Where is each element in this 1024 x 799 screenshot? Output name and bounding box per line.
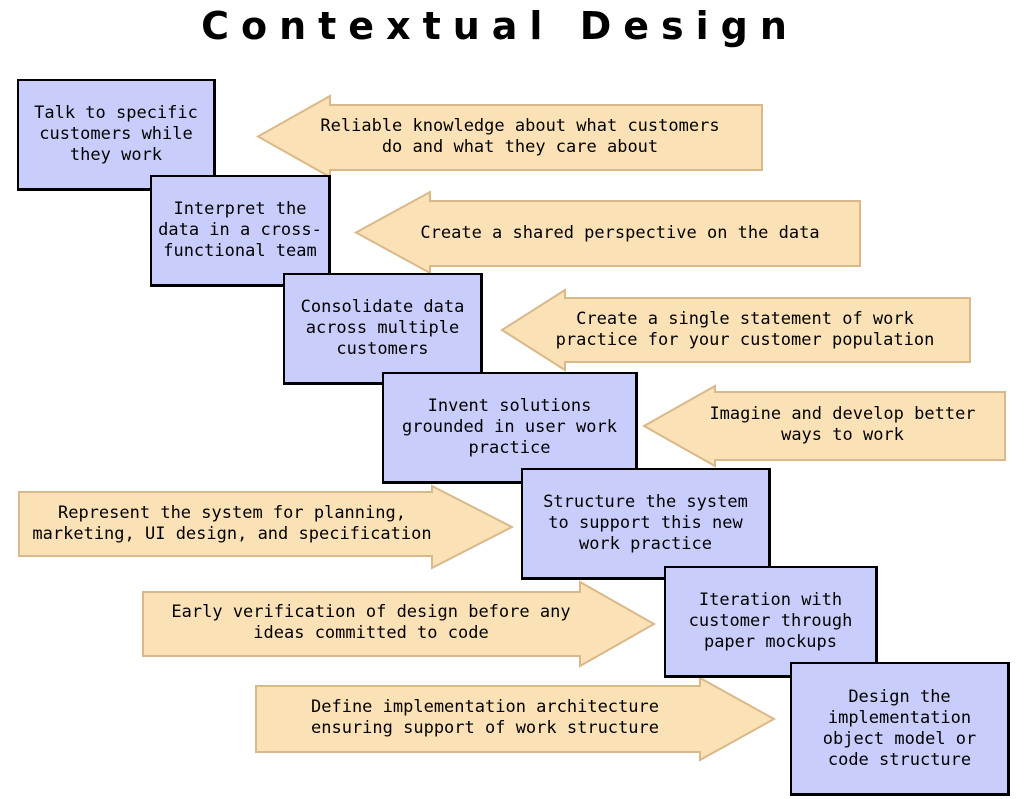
arrow-label-7: Define implementation architecture ensur…: [311, 697, 659, 738]
arrow-label-6: Early verification of design before any …: [171, 602, 571, 643]
arrow-shape-1: [255, 94, 763, 179]
arrow-shape-4: [641, 384, 1006, 468]
arrow-shape-7: [255, 676, 777, 762]
arrow-label-1: Reliable knowledge about what customers …: [320, 116, 720, 157]
arrow-shape-2: [353, 190, 861, 275]
step-box-6: Iteration with customer through paper mo…: [664, 566, 878, 678]
step-box-4: Invent solutions grounded in user work p…: [382, 372, 638, 484]
step-box-5: Structure the system to support this new…: [521, 468, 771, 580]
arrow-shape-3: [500, 288, 971, 372]
step-box-1: Talk to specific customers while they wo…: [17, 79, 216, 191]
arrow-label-4: Imagine and develop better ways to work: [709, 404, 976, 445]
arrow-shape-5: [18, 484, 515, 570]
arrow-label-2: Create a shared perspective on the data: [420, 222, 820, 243]
arrow-label-3: Create a single statement of work practi…: [555, 309, 935, 350]
step-box-2: Interpret the data in a cross- functiona…: [150, 175, 331, 287]
arrow-shape-6: [142, 580, 657, 668]
arrow-label-5: Represent the system for planning, marke…: [32, 503, 432, 544]
diagram-title: Contextual Design: [201, 4, 799, 48]
step-box-7: Design the implementation object model o…: [790, 662, 1010, 796]
step-box-3: Consolidate data across multiple custome…: [283, 273, 483, 385]
